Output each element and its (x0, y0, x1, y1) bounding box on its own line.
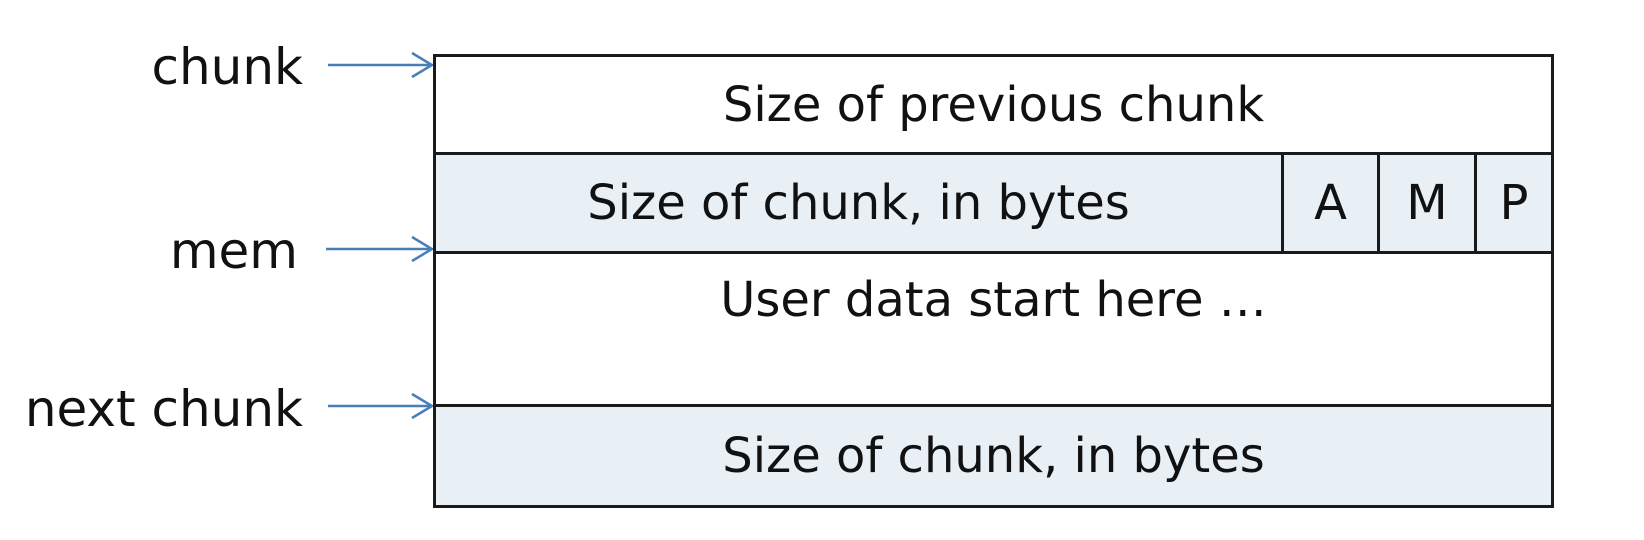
flag-m: M (1377, 155, 1474, 251)
prev-size-field: Size of previous chunk (436, 57, 1551, 155)
next-size-label: Size of chunk, in bytes (722, 428, 1265, 484)
prev-size-label: Size of previous chunk (722, 76, 1265, 133)
pointer-label-chunk: chunk (151, 38, 303, 96)
user-data-label: User data start here … (720, 272, 1267, 328)
chunk-layout: Size of previous chunk Size of chunk, in… (433, 54, 1554, 508)
flag-a: A (1281, 155, 1377, 251)
chunk-size-field: Size of chunk, in bytes A M P (436, 155, 1551, 254)
arrow-icon (326, 235, 435, 263)
chunk-size-label: Size of chunk, in bytes (587, 175, 1130, 231)
pointer-label-mem: mem (169, 222, 298, 280)
arrow-icon (328, 392, 435, 420)
next-size-field: Size of chunk, in bytes (436, 407, 1551, 505)
user-data-field: User data start here … (436, 254, 1551, 407)
arrow-icon (328, 51, 435, 79)
pointer-label-next-chunk: next chunk (24, 380, 303, 438)
flag-p: P (1474, 155, 1551, 251)
